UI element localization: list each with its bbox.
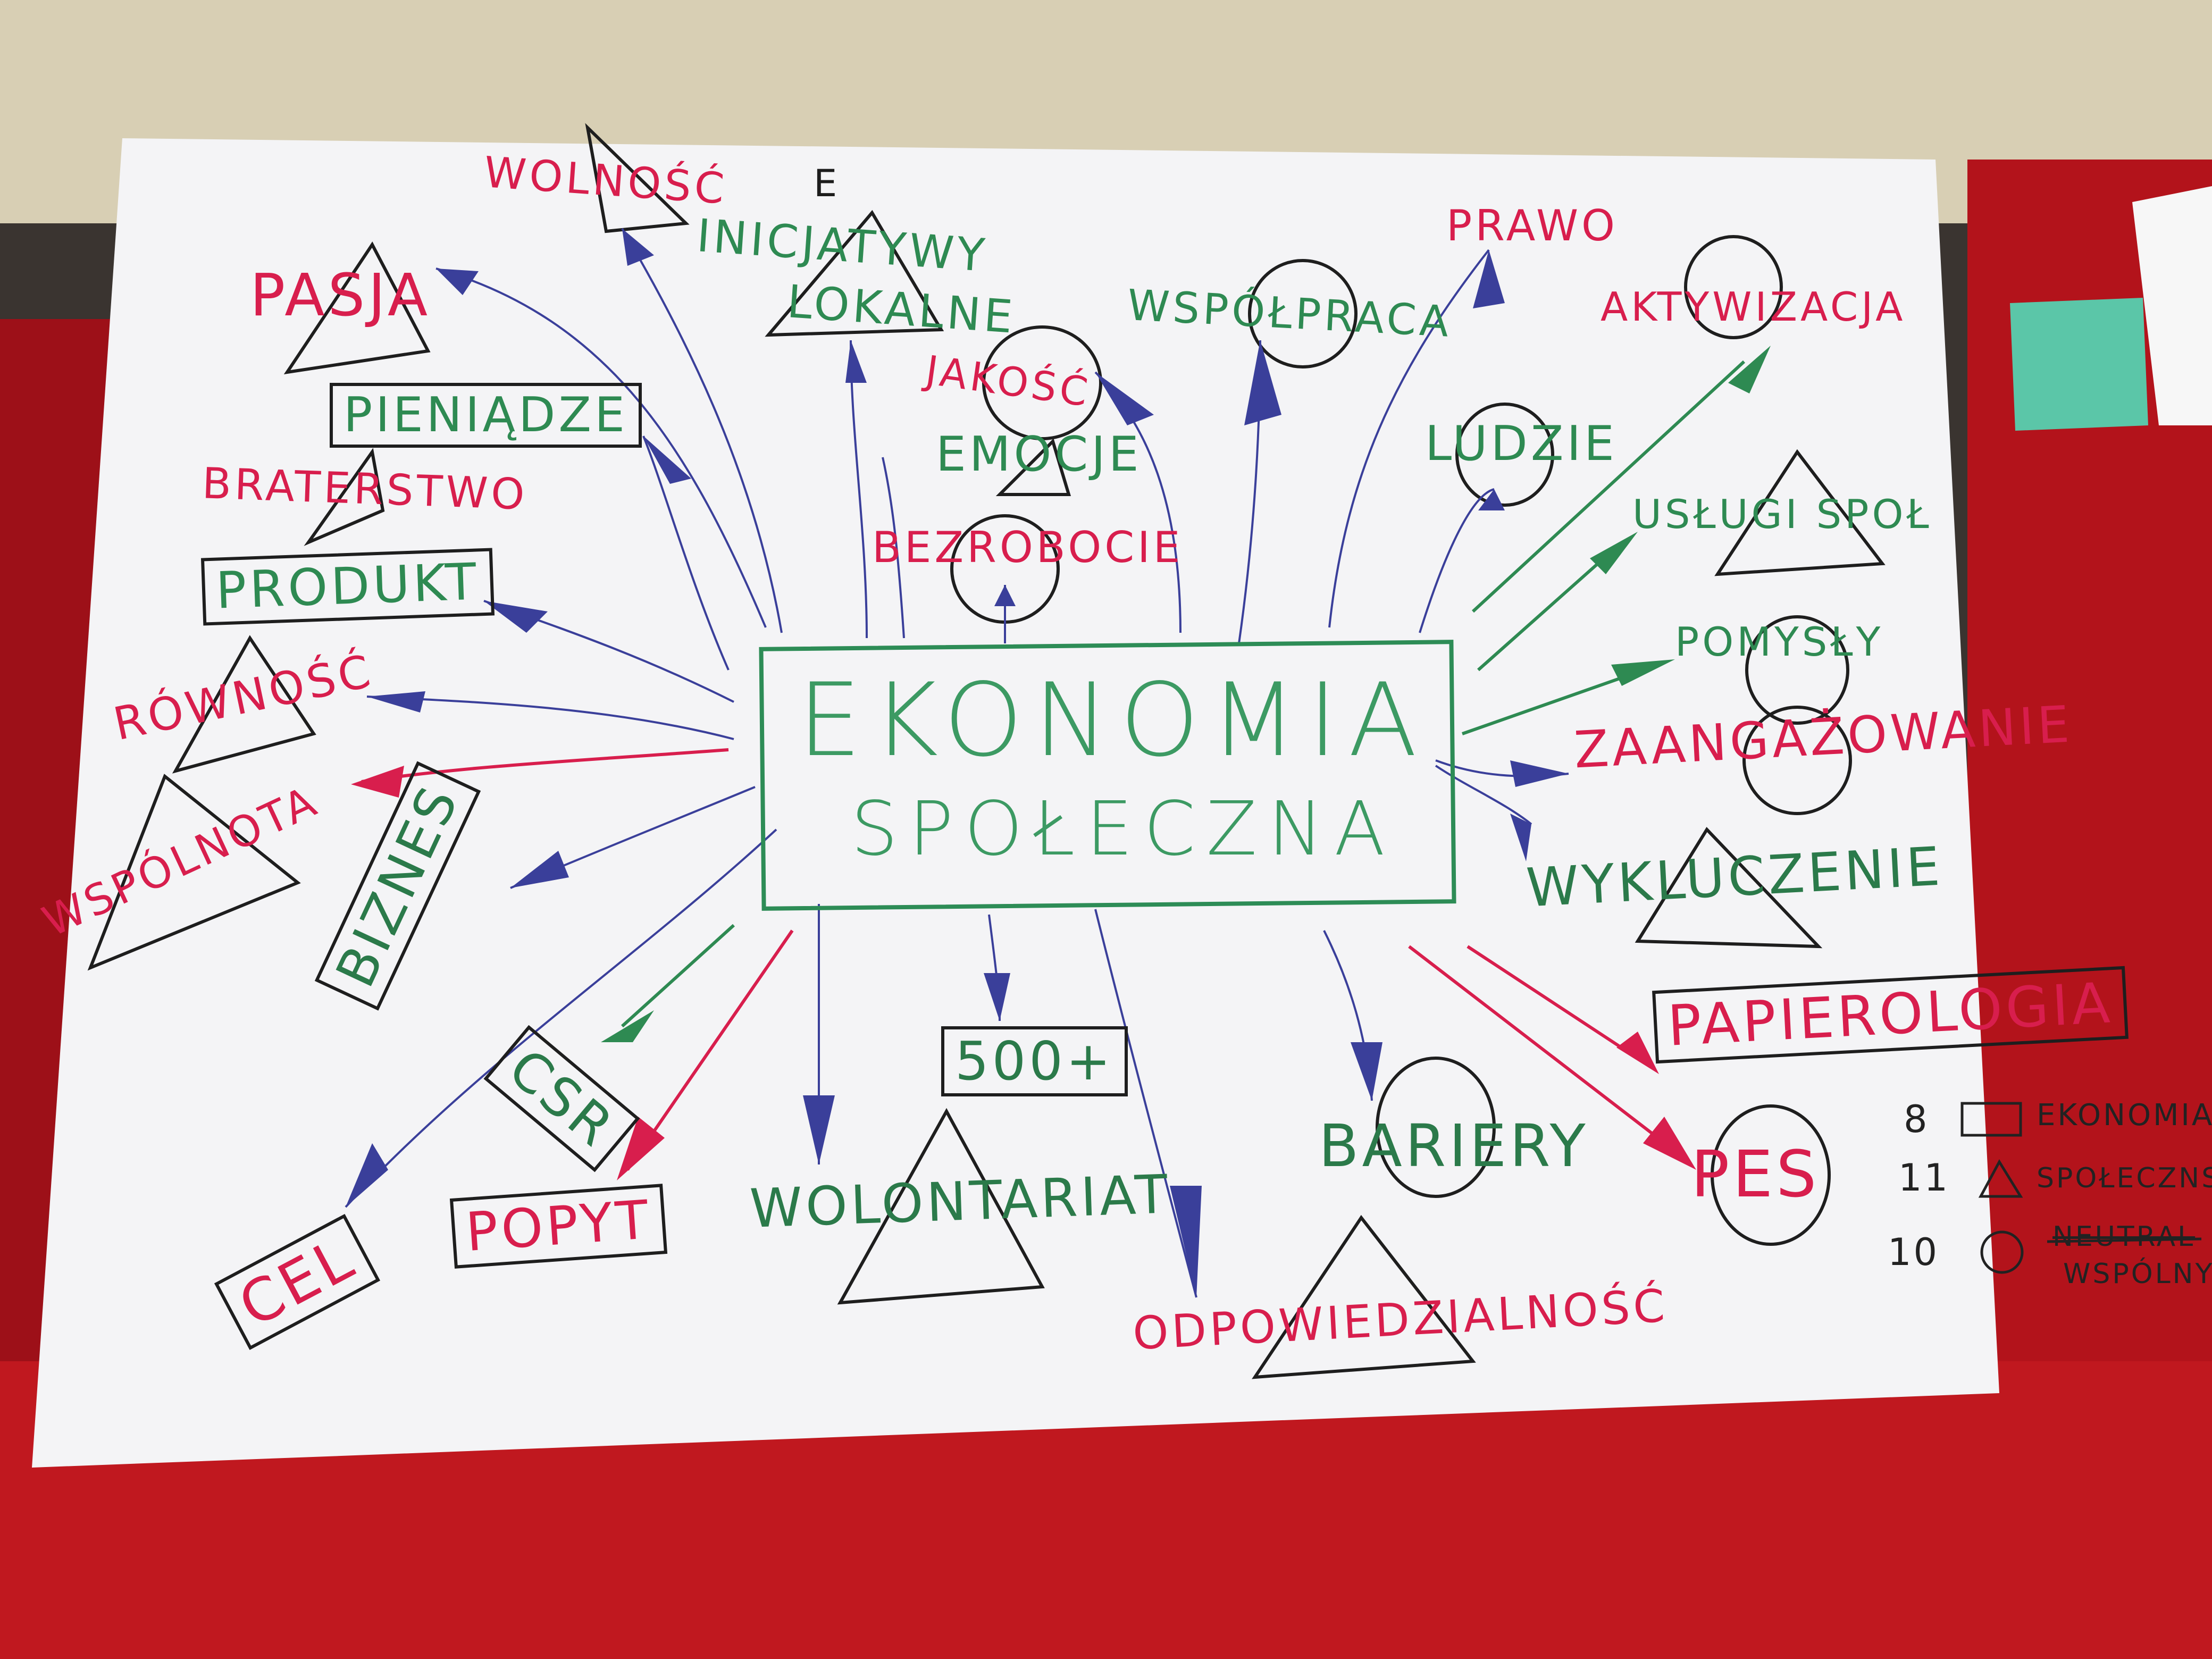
legend-strike	[2047, 1237, 2202, 1243]
legend-count-wspolny: 10	[1888, 1230, 1940, 1274]
legend-count-ekonomia: 8	[1904, 1097, 1930, 1141]
arrowheads-red	[351, 766, 1696, 1180]
word-500-plus: 500+	[941, 1026, 1128, 1096]
triangle-braterstwo	[304, 448, 385, 546]
triangle-wykluczenie	[1635, 827, 1823, 949]
word-prawo: PRAWO	[1446, 201, 1619, 250]
word-pasja: PASJA	[250, 261, 431, 329]
word-e-mark: E	[814, 162, 841, 205]
legend-label-wspolny: WSPÓLNY	[2063, 1258, 2212, 1290]
shape-outlines	[87, 123, 1886, 1379]
arrow-to-wykluczenie	[1435, 765, 1532, 825]
circle-zaangazowanie	[1742, 706, 1852, 815]
triangle-wolontariat	[837, 1108, 1045, 1305]
paper-stack-right	[2132, 186, 2212, 425]
circle-wspolpraca	[1248, 259, 1358, 368]
center-title-line1: EKONOMIA	[798, 661, 1428, 779]
arrow-to-cel	[345, 828, 777, 1208]
triangle-rownosc	[172, 635, 316, 774]
legend-count-spoleczne: 11	[1898, 1156, 1950, 1200]
circle-aktywizacja	[1684, 235, 1783, 339]
arrow-to-popyt	[626, 929, 794, 1171]
arrow-to-pes	[1408, 945, 1687, 1161]
arrow-to-ludzie	[1419, 488, 1495, 633]
arrow-to-wspolnota	[361, 748, 729, 783]
word-wolontariat: WOLONTARIAT	[749, 1163, 1172, 1240]
legend-circle	[1980, 1230, 2024, 1274]
legend-shapes	[1960, 1102, 2202, 1274]
word-ludzie: LUDZIE	[1425, 416, 1618, 472]
word-uslugi-spol: USŁUGI SPOŁ	[1632, 491, 1932, 538]
legend-triangle	[1978, 1159, 2023, 1198]
arrow-to-prawo	[1328, 249, 1490, 628]
circle-bariery	[1376, 1057, 1496, 1198]
circle-pomysly	[1745, 615, 1849, 725]
word-bezrobocie: BEZROBOCIE	[872, 523, 1184, 572]
legend-rectangle	[1960, 1102, 2022, 1137]
arrow-to-jakosc	[882, 457, 905, 639]
legend-label-ekonomia: EKONOMIA	[2037, 1098, 2212, 1133]
red-arrows	[361, 748, 1687, 1171]
triangle-emocje	[995, 438, 1071, 496]
triangle-pasja	[283, 241, 431, 374]
arrow-to-aktywizacja	[1471, 360, 1746, 613]
triangle-uslugi	[1714, 449, 1886, 576]
triangle-inicjatywy	[765, 210, 944, 337]
arrowheads-blue	[346, 229, 1569, 1297]
word-braterstwo: BRATERSTWO	[201, 458, 529, 520]
word-aktywizacja: AKTYWIZACJA	[1601, 283, 1906, 330]
circle-jakosc	[982, 325, 1102, 440]
arrow-to-pieniadze	[642, 435, 730, 671]
triangle-odpowiedzialnosc	[1252, 1214, 1476, 1379]
word-popyt: POPYT	[449, 1184, 668, 1269]
arrow-to-wolnosc	[621, 228, 783, 633]
word-pes: PES	[1691, 1138, 1820, 1212]
legend-struck-neutral: NEUTRAL	[2052, 1221, 2196, 1253]
arrow-to-odpowiedzialnosc	[1094, 909, 1197, 1298]
triangle-wolnosc	[585, 123, 690, 233]
teal-card	[2010, 298, 2148, 431]
word-bariery: BARIERY	[1319, 1112, 1589, 1180]
triangle-wspolnota	[87, 774, 301, 971]
paper-sheet	[32, 138, 1999, 1468]
word-pomysly: POMYSŁY	[1675, 618, 1884, 665]
circle-ludzie	[1455, 403, 1554, 507]
center-title-line2: SPOŁECZNA	[851, 786, 1396, 873]
word-emocje: EMOCJE	[936, 426, 1142, 482]
circle-pes	[1711, 1104, 1831, 1246]
word-pieniadze: PIENIĄDZE	[330, 383, 642, 448]
word-produkt: PRODUKT	[200, 548, 495, 626]
arrowheads-green	[601, 346, 1771, 1042]
arrow-to-csr	[621, 924, 735, 1028]
legend-label-spoleczne: SPOŁECZNS.	[2037, 1162, 2212, 1194]
